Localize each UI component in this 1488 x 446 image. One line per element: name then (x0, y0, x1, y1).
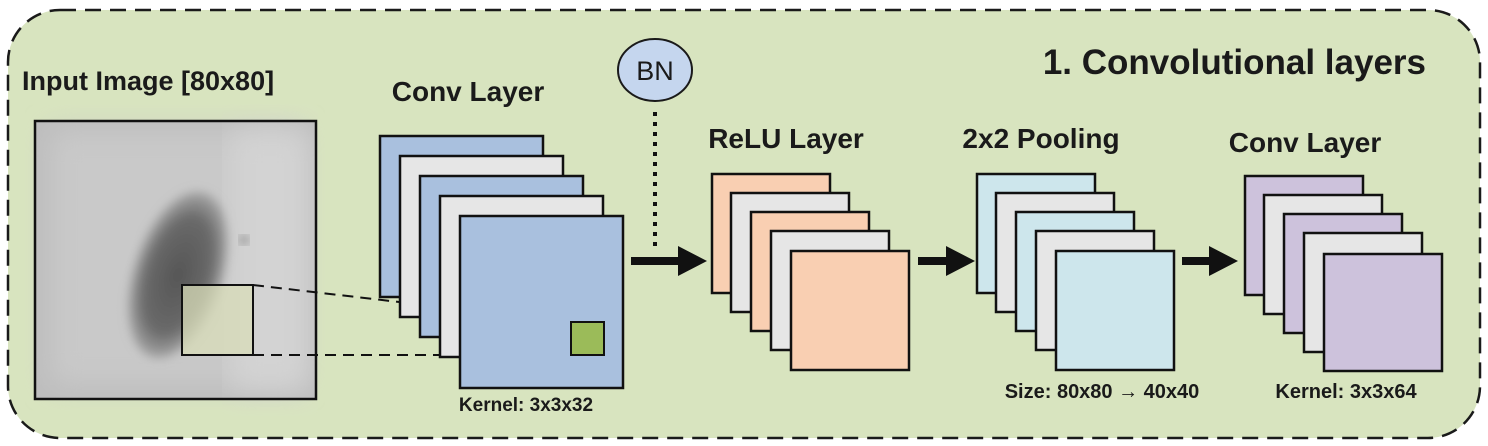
feature-map (789, 249, 911, 372)
feature-map (1322, 252, 1444, 373)
conv-layer-2-kernel: Kernel: 3x3x64 (1275, 381, 1417, 403)
bn-node (617, 38, 693, 102)
arrow-conv-to-relu (631, 246, 707, 276)
feature-map (458, 214, 625, 390)
input-image (33, 119, 318, 401)
feature-map (1054, 249, 1176, 372)
kernel-patch (570, 321, 605, 356)
pooling-size: Size: 80x80 → 40x40 (1005, 381, 1200, 403)
conv-layer-1-kernel: Kernel: 3x3x32 (459, 395, 593, 416)
input-image-label: Input Image [80x80] (22, 66, 274, 96)
arrow-relu-to-pooling (918, 246, 975, 276)
pooling-layer-label: 2x2 Pooling (962, 123, 1119, 154)
conv-layer-2-label: Conv Layer (1229, 127, 1382, 158)
pooling-layer-stack (975, 172, 1176, 372)
receptive-field-box (181, 284, 254, 356)
bn-label: BN (636, 56, 674, 86)
conv-layer-2-stack (1243, 174, 1444, 373)
relu-layer-stack (710, 172, 911, 372)
conv-layer-1-label: Conv Layer (392, 76, 545, 107)
panel-title: 1. Convolutional layers (1043, 43, 1426, 82)
relu-layer-label: ReLU Layer (708, 123, 864, 154)
arrow-pooling-to-conv (1182, 246, 1238, 276)
